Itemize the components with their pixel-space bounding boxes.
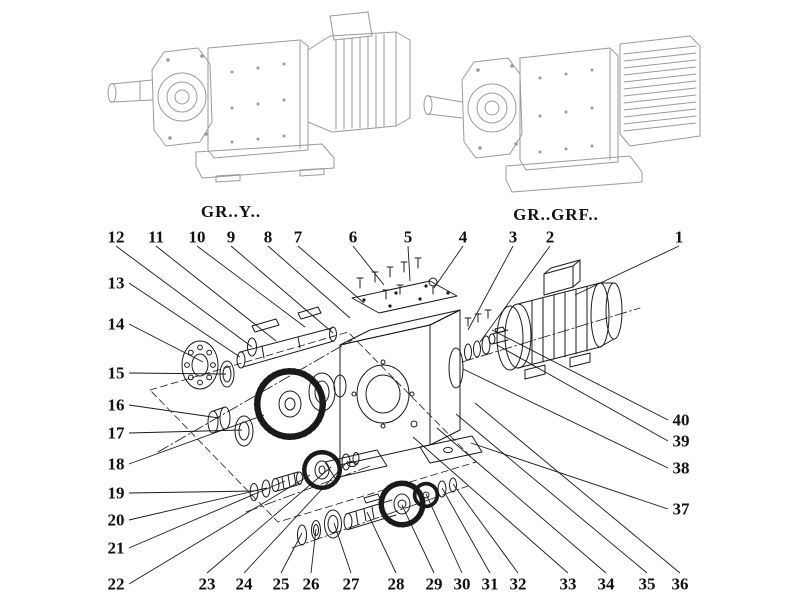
leader-line-30 [425, 493, 463, 574]
leader-line-2 [479, 245, 551, 343]
part-number-5: 5 [404, 228, 413, 247]
part-number-34: 34 [598, 575, 616, 594]
part-number-8: 8 [264, 228, 273, 247]
leader-line-9 [230, 245, 334, 334]
part-number-30: 30 [454, 575, 471, 594]
leader-line-35 [455, 413, 648, 574]
part-number-26: 26 [303, 575, 320, 594]
part-number-22: 22 [108, 575, 125, 594]
leader-line-23 [206, 466, 332, 574]
part-number-28: 28 [388, 575, 405, 594]
leader-line-18 [128, 414, 265, 465]
part-number-6: 6 [349, 228, 358, 247]
part-number-33: 33 [560, 575, 577, 594]
part-number-11: 11 [148, 228, 164, 247]
leader-line-16 [128, 404, 220, 419]
part-number-15: 15 [108, 364, 125, 383]
part-number-38: 38 [673, 459, 690, 478]
part-number-25: 25 [273, 575, 290, 594]
leader-line-31 [441, 487, 491, 574]
leader-line-4 [433, 245, 464, 289]
part-number-3: 3 [509, 228, 518, 247]
part-number-10: 10 [189, 228, 206, 247]
leader-line-21 [128, 480, 286, 549]
leader-line-14 [128, 323, 204, 363]
part-number-19: 19 [108, 484, 125, 503]
part-number-16: 16 [108, 396, 125, 415]
leader-line-37 [470, 442, 669, 510]
part-number-37: 37 [673, 500, 691, 519]
part-number-29: 29 [426, 575, 443, 594]
part-number-24: 24 [236, 575, 254, 594]
leader-line-13 [128, 282, 241, 358]
part-number-32: 32 [510, 575, 527, 594]
gearmotor-drawing-left [107, 11, 411, 183]
exploded-view-drawing [149, 257, 641, 549]
leader-line-40 [491, 329, 669, 421]
part-number-12: 12 [108, 228, 125, 247]
leader-line-36 [474, 402, 681, 574]
leader-line-15 [128, 372, 227, 375]
leader-line-28 [366, 511, 397, 574]
leader-line-27 [333, 522, 352, 574]
part-number-1: 1 [675, 228, 684, 247]
leader-line-1 [574, 245, 680, 296]
model-label-left: GR..Y.. [200, 202, 262, 221]
leader-line-20 [128, 487, 268, 521]
leader-line-33 [412, 436, 569, 574]
leader-line-25 [280, 532, 303, 574]
part-number-39: 39 [673, 432, 690, 451]
part-number-14: 14 [108, 315, 126, 334]
leader-line-6 [352, 245, 385, 286]
part-number-21: 21 [108, 539, 125, 558]
leader-line-8 [267, 245, 351, 319]
leader-line-29 [401, 504, 435, 574]
leader-line-26 [310, 528, 317, 574]
leader-line-12 [115, 245, 253, 348]
part-number-35: 35 [639, 575, 656, 594]
leader-line-39 [496, 344, 669, 442]
leader-line-19 [128, 490, 256, 494]
part-number-18: 18 [108, 455, 125, 474]
gearmotor-drawing-right [423, 35, 701, 193]
part-number-27: 27 [343, 575, 361, 594]
leader-line-17 [128, 429, 243, 434]
part-number-40: 40 [673, 411, 690, 430]
part-number-31: 31 [482, 575, 499, 594]
leader-line-5 [407, 245, 411, 282]
part-number-36: 36 [672, 575, 689, 594]
part-number-9: 9 [227, 228, 236, 247]
part-number-13: 13 [108, 274, 125, 293]
part-number-17: 17 [108, 424, 126, 443]
leader-line-22 [128, 474, 311, 585]
leader-line-7 [297, 245, 365, 304]
part-number-4: 4 [459, 228, 468, 247]
model-label-right: GR..GRF.. [513, 205, 599, 224]
part-number-23: 23 [199, 575, 216, 594]
leader-line-32 [452, 483, 519, 574]
leader-line-24 [243, 460, 349, 574]
part-number-2: 2 [546, 228, 555, 247]
leader-line-34 [436, 427, 607, 574]
leader-line-11 [155, 245, 277, 342]
part-number-7: 7 [294, 228, 303, 247]
leader-line-38 [462, 368, 669, 469]
leader-line-10 [196, 245, 306, 328]
part-number-20: 20 [108, 511, 125, 530]
leader-line-3 [467, 245, 514, 331]
